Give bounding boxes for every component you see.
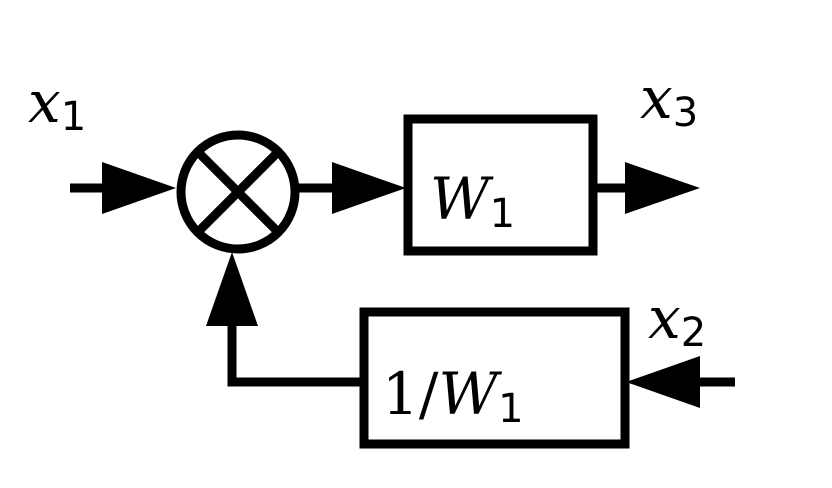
feedback-path-arrow bbox=[206, 252, 362, 387]
x3-label: x3 bbox=[640, 64, 698, 136]
feedback-block-inv-w1: 1/W1 bbox=[359, 307, 630, 449]
feedback-block-label: 1/W1 bbox=[382, 360, 524, 432]
forward-block-label: W1 bbox=[430, 165, 515, 237]
x1-label: x1 bbox=[28, 68, 86, 140]
forward-block-w1: W1 bbox=[403, 114, 598, 256]
x1-input-arrow bbox=[70, 162, 176, 214]
x2-input-arrow bbox=[626, 356, 735, 408]
junction-to-w1-arrow bbox=[296, 162, 406, 214]
multiplier-junction bbox=[176, 130, 300, 254]
x2-label: x2 bbox=[648, 284, 706, 356]
x3-output-arrow bbox=[597, 162, 700, 214]
